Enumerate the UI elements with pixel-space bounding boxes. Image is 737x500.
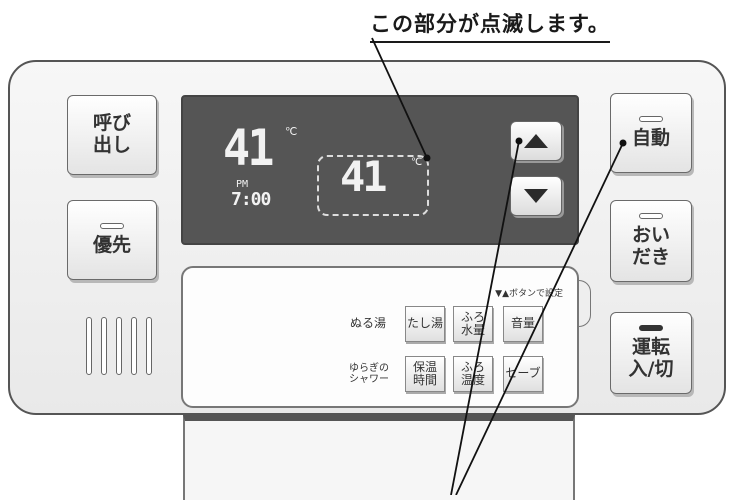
reheat-button-label-1: おい <box>631 224 670 247</box>
keep-warm-time-button[interactable]: 保温 時間 <box>405 356 445 392</box>
keep-warm-time-label-1: 保温 <box>412 359 437 374</box>
priority-button[interactable]: 優先 <box>67 200 157 280</box>
call-button[interactable]: 呼び 出し <box>67 95 157 175</box>
bath-temperature-label-1: ふろ <box>460 359 485 374</box>
reheat-button-label-2: だき <box>631 246 670 268</box>
lower-control-panel: ▼▲ボタンで設定 ぬる湯 たし湯 ふろ 水量 音量 ゆらぎの シャワー 保温 時… <box>181 266 579 408</box>
open-lid <box>183 415 575 500</box>
lukewarm-label: ぬる湯 <box>349 316 386 331</box>
auto-button-label: 自動 <box>631 127 670 150</box>
speaker-slot <box>116 317 122 375</box>
pm-indicator: PM <box>236 179 249 190</box>
fluctuating-shower-label-1: ゆらぎの <box>349 363 389 374</box>
caption-pointer-line <box>371 37 428 159</box>
set-temperature-unit: ℃ <box>411 157 423 168</box>
blinking-area <box>317 155 429 216</box>
call-button-label-1: 呼び <box>92 112 131 135</box>
speaker-slot <box>131 317 137 375</box>
bath-temperature-button[interactable]: ふろ 温度 <box>453 356 493 392</box>
up-arrow-icon <box>524 134 548 148</box>
arrow-pointer-line <box>450 140 520 495</box>
keep-warm-time-label-2: 時間 <box>412 373 437 387</box>
bath-water-level-label-1: ふろ <box>460 309 485 324</box>
power-button[interactable]: 運転 入/切 <box>610 312 692 394</box>
set-temperature: 41 <box>340 152 388 201</box>
power-button-label-1: 運転 <box>631 336 670 359</box>
call-button-label-2: 出し <box>92 134 131 156</box>
auto-lamp <box>639 116 663 123</box>
fluctuating-shower-label-2: シャワー <box>349 374 389 385</box>
volume-button[interactable]: 音量 <box>503 306 543 342</box>
speaker-slot <box>86 317 92 375</box>
temp-down-button[interactable] <box>510 176 562 216</box>
auto-button[interactable]: 自動 <box>610 93 692 173</box>
volume-label: 音量 <box>510 316 535 331</box>
blink-caption: この部分が点滅します。 <box>370 8 610 43</box>
fluctuating-shower-button[interactable]: ゆらぎの シャワー <box>349 356 389 392</box>
save-button[interactable]: セーブ <box>503 356 543 392</box>
caption-pointer-dot <box>423 154 431 162</box>
arrow-pointer-dot <box>515 137 523 145</box>
reheat-button[interactable]: おい だき <box>610 200 692 282</box>
down-arrow-icon <box>524 189 548 203</box>
add-hot-water-label: たし湯 <box>406 316 443 331</box>
speaker-slot <box>101 317 107 375</box>
add-hot-water-button[interactable]: たし湯 <box>405 306 445 342</box>
power-lamp <box>639 325 663 332</box>
reheat-lamp <box>639 213 663 220</box>
priority-button-label: 優先 <box>92 234 131 257</box>
auto-pointer-dot <box>619 139 627 147</box>
temperature-unit: ℃ <box>285 125 298 138</box>
bath-water-level-label-2: 水量 <box>460 323 485 337</box>
lukewarm-button[interactable]: ぬる湯 <box>343 306 393 342</box>
clock-readout: 7:00 <box>231 189 271 210</box>
power-button-label-2: 入/切 <box>628 358 674 380</box>
auto-pointer-line <box>455 142 624 495</box>
speaker-slot <box>146 317 152 375</box>
current-temperature: 41 <box>223 119 275 177</box>
arrow-set-note: ▼▲ボタンで設定 <box>495 289 563 299</box>
save-label: セーブ <box>505 366 541 381</box>
priority-lamp <box>100 223 124 230</box>
